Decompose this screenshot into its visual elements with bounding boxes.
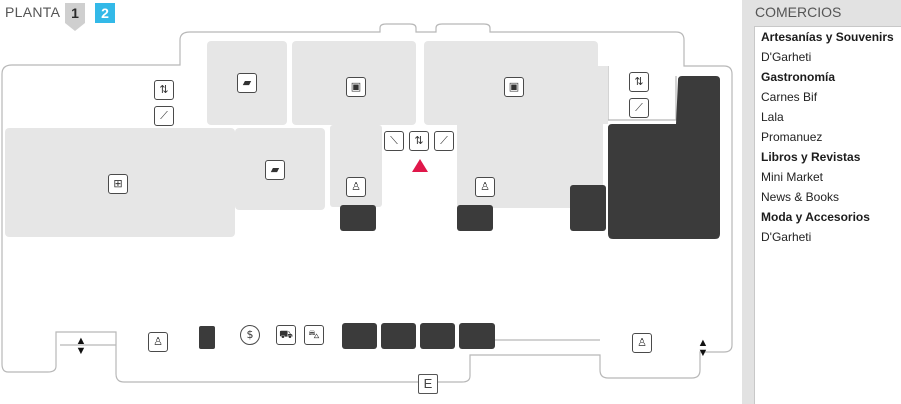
list-item[interactable]: D'Garheti [761, 230, 812, 244]
escalator-icon[interactable]: ⟋ [629, 98, 649, 118]
floor-1-button[interactable]: 1 [65, 3, 85, 31]
restroom-icon[interactable]: ♙ [148, 332, 168, 352]
restroom-icon[interactable]: ♙ [475, 177, 495, 197]
store-block [420, 323, 455, 349]
restroom-icon[interactable]: ♙ [632, 333, 652, 353]
store-block [457, 205, 493, 231]
stores-sidebar: COMERCIOS Artesanías y Souvenirs D'Garhe… [742, 0, 901, 404]
souvenir-icon[interactable]: ▰ [237, 73, 257, 93]
currency-exchange-icon[interactable]: $ [240, 325, 260, 345]
store-block [342, 323, 377, 349]
room-central-corridor-west [330, 125, 382, 207]
escalator-icon[interactable]: ⟋ [434, 131, 454, 151]
store-block [608, 76, 720, 239]
stores-list[interactable]: Artesanías y Souvenirs D'Garheti Gastron… [754, 26, 901, 404]
category-libros: Libros y Revistas [761, 150, 861, 164]
taxi-icon[interactable]: ⛟ [276, 325, 296, 345]
elevator-icon[interactable]: ⇅ [154, 80, 174, 100]
floor-label: PLANTA [5, 4, 61, 20]
car-rental-icon[interactable]: ⛍ [304, 325, 324, 345]
list-item[interactable]: Mini Market [761, 170, 824, 184]
elevator-icon[interactable]: ⇅ [409, 131, 429, 151]
terminal-map [1, 23, 733, 383]
level-change-icon[interactable]: ▲▼ [697, 337, 709, 359]
building-outline [1, 23, 733, 383]
luggage-icon[interactable]: ▣ [504, 77, 524, 97]
escalator-icon[interactable]: ⟍ [384, 131, 404, 151]
exit-sign[interactable]: E [418, 374, 438, 394]
escalator-icon[interactable]: ⟋ [154, 106, 174, 126]
luggage-icon[interactable]: ▣ [346, 77, 366, 97]
store-block [381, 323, 416, 349]
list-item[interactable]: Lala [761, 110, 784, 124]
category-gastronomia: Gastronomía [761, 70, 836, 84]
elevator-icon[interactable]: ⇅ [629, 72, 649, 92]
sidebar-title: COMERCIOS [755, 4, 842, 20]
list-item[interactable]: Carnes Bif [761, 90, 818, 104]
level-change-icon[interactable]: ▲▼ [75, 335, 87, 357]
you-are-here-marker [412, 159, 428, 172]
souvenir-icon[interactable]: ▰ [265, 160, 285, 180]
list-item[interactable]: News & Books [761, 190, 840, 204]
store-block [199, 326, 215, 349]
restroom-icon[interactable]: ♙ [346, 177, 366, 197]
list-item[interactable]: Promanuez [761, 130, 823, 144]
store-block [459, 323, 495, 349]
list-item[interactable]: D'Garheti [761, 50, 812, 64]
store-block [570, 185, 606, 231]
category-moda: Moda y Accesorios [761, 210, 870, 224]
store-block [340, 205, 376, 231]
category-artesanias: Artesanías y Souvenirs [761, 30, 894, 44]
food-court-icon[interactable]: ⊞ [108, 174, 128, 194]
floor-2-button[interactable]: 2 [95, 3, 115, 23]
